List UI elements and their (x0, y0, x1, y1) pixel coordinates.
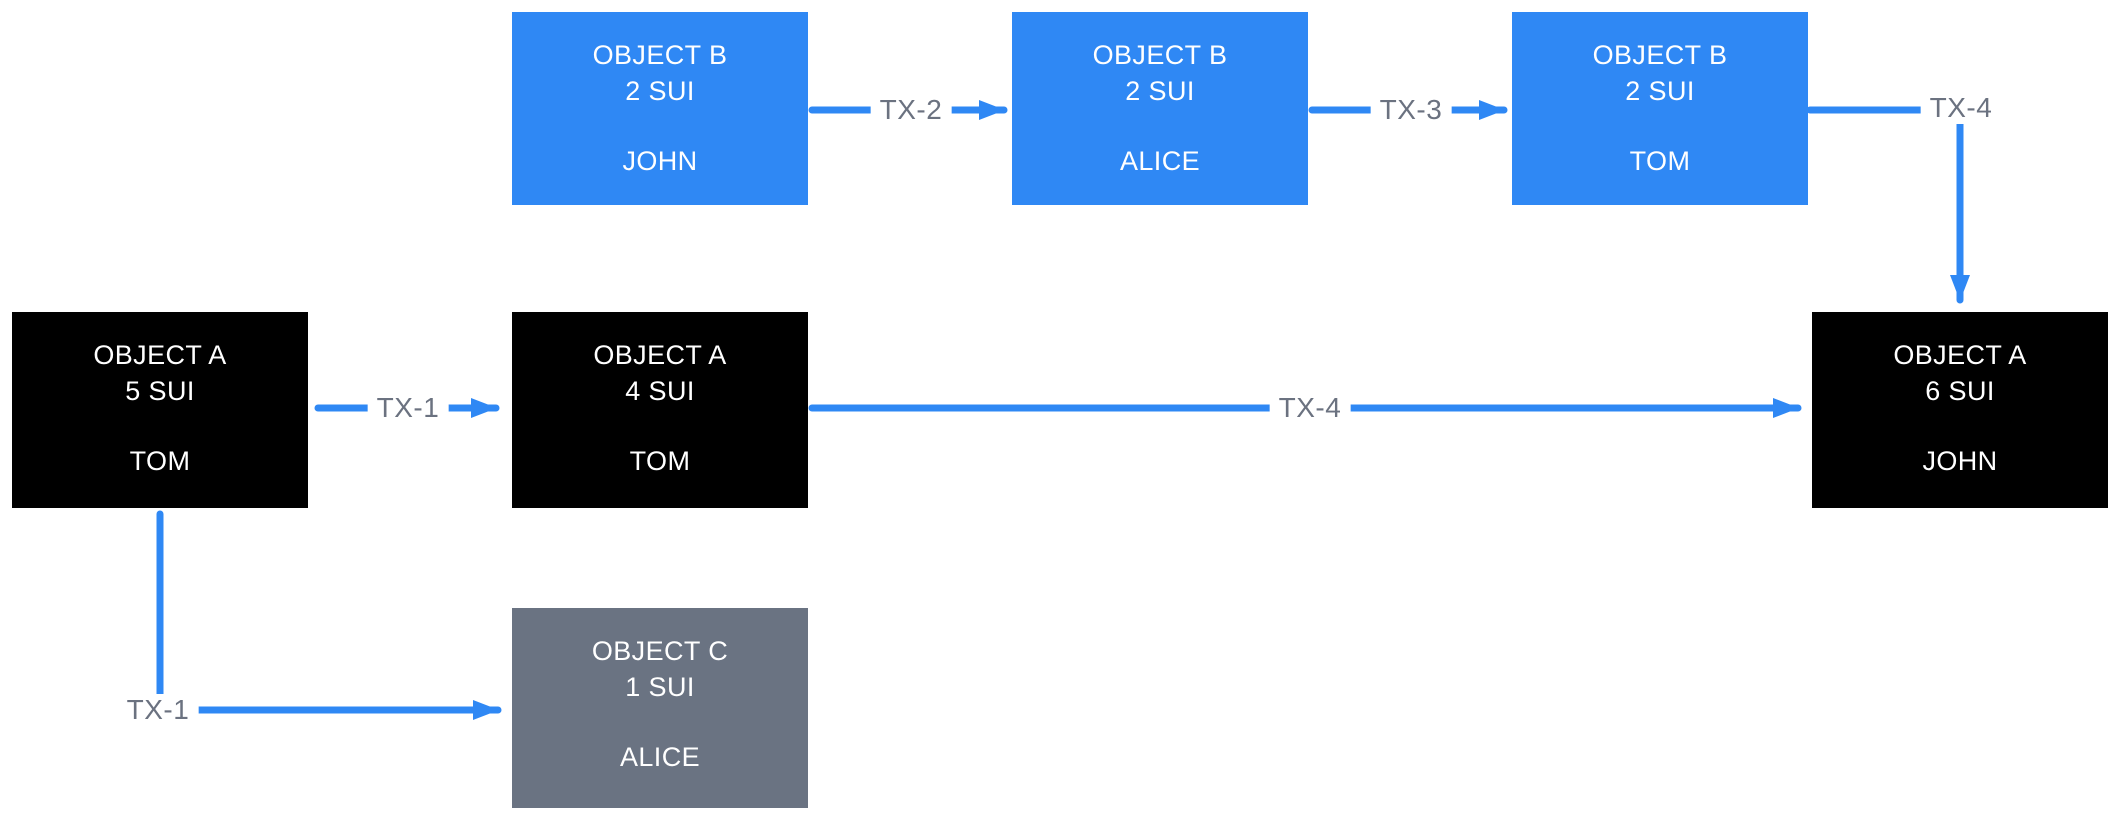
node-object-b-john: OBJECT B 2 SUI JOHN (512, 12, 808, 205)
node-amount: 5 SUI (125, 376, 195, 406)
node-title: OBJECT B (1092, 40, 1228, 70)
node-amount: 2 SUI (1625, 76, 1695, 106)
node-object-b-alice: OBJECT B 2 SUI ALICE (1012, 12, 1308, 205)
node-object-b-tom: OBJECT B 2 SUI TOM (1512, 12, 1808, 205)
node-owner: ALICE (619, 742, 701, 772)
edge-tx-4-top-arrow (1806, 106, 1970, 304)
node-amount: 4 SUI (625, 376, 695, 406)
node-amount: 2 SUI (1125, 76, 1195, 106)
edge-label-tx-4-top: TX-4 (1920, 92, 2002, 124)
node-title: OBJECT B (592, 40, 728, 70)
node-title: OBJECT C (591, 636, 729, 666)
edge-tx-1-down-arrow (156, 510, 502, 720)
node-object-a-john-6: OBJECT A 6 SUI JOHN (1812, 312, 2108, 508)
node-owner: JOHN (622, 146, 698, 176)
node-title: OBJECT A (593, 340, 727, 370)
node-amount: 1 SUI (625, 672, 695, 702)
node-owner: JOHN (1922, 446, 1998, 476)
node-amount: 2 SUI (625, 76, 695, 106)
node-object-a-tom-4: OBJECT A 4 SUI TOM (512, 312, 808, 508)
node-title: OBJECT B (1592, 40, 1728, 70)
node-owner: TOM (629, 446, 691, 476)
node-owner: TOM (129, 446, 191, 476)
node-title: OBJECT A (93, 340, 227, 370)
node-owner: ALICE (1119, 146, 1201, 176)
node-title: OBJECT A (1893, 340, 2027, 370)
node-amount: 6 SUI (1925, 376, 1995, 406)
edge-label-tx-1-mid: TX-1 (367, 392, 449, 424)
edge-label-tx-1-down: TX-1 (117, 694, 199, 726)
node-owner: TOM (1629, 146, 1691, 176)
node-object-c-alice: OBJECT C 1 SUI ALICE (512, 608, 808, 808)
node-object-a-tom-5: OBJECT A 5 SUI TOM (12, 312, 308, 508)
edge-label-tx-3: TX-3 (1370, 94, 1452, 126)
edge-label-tx-2: TX-2 (870, 94, 952, 126)
edge-label-tx-4-long: TX-4 (1269, 392, 1351, 424)
